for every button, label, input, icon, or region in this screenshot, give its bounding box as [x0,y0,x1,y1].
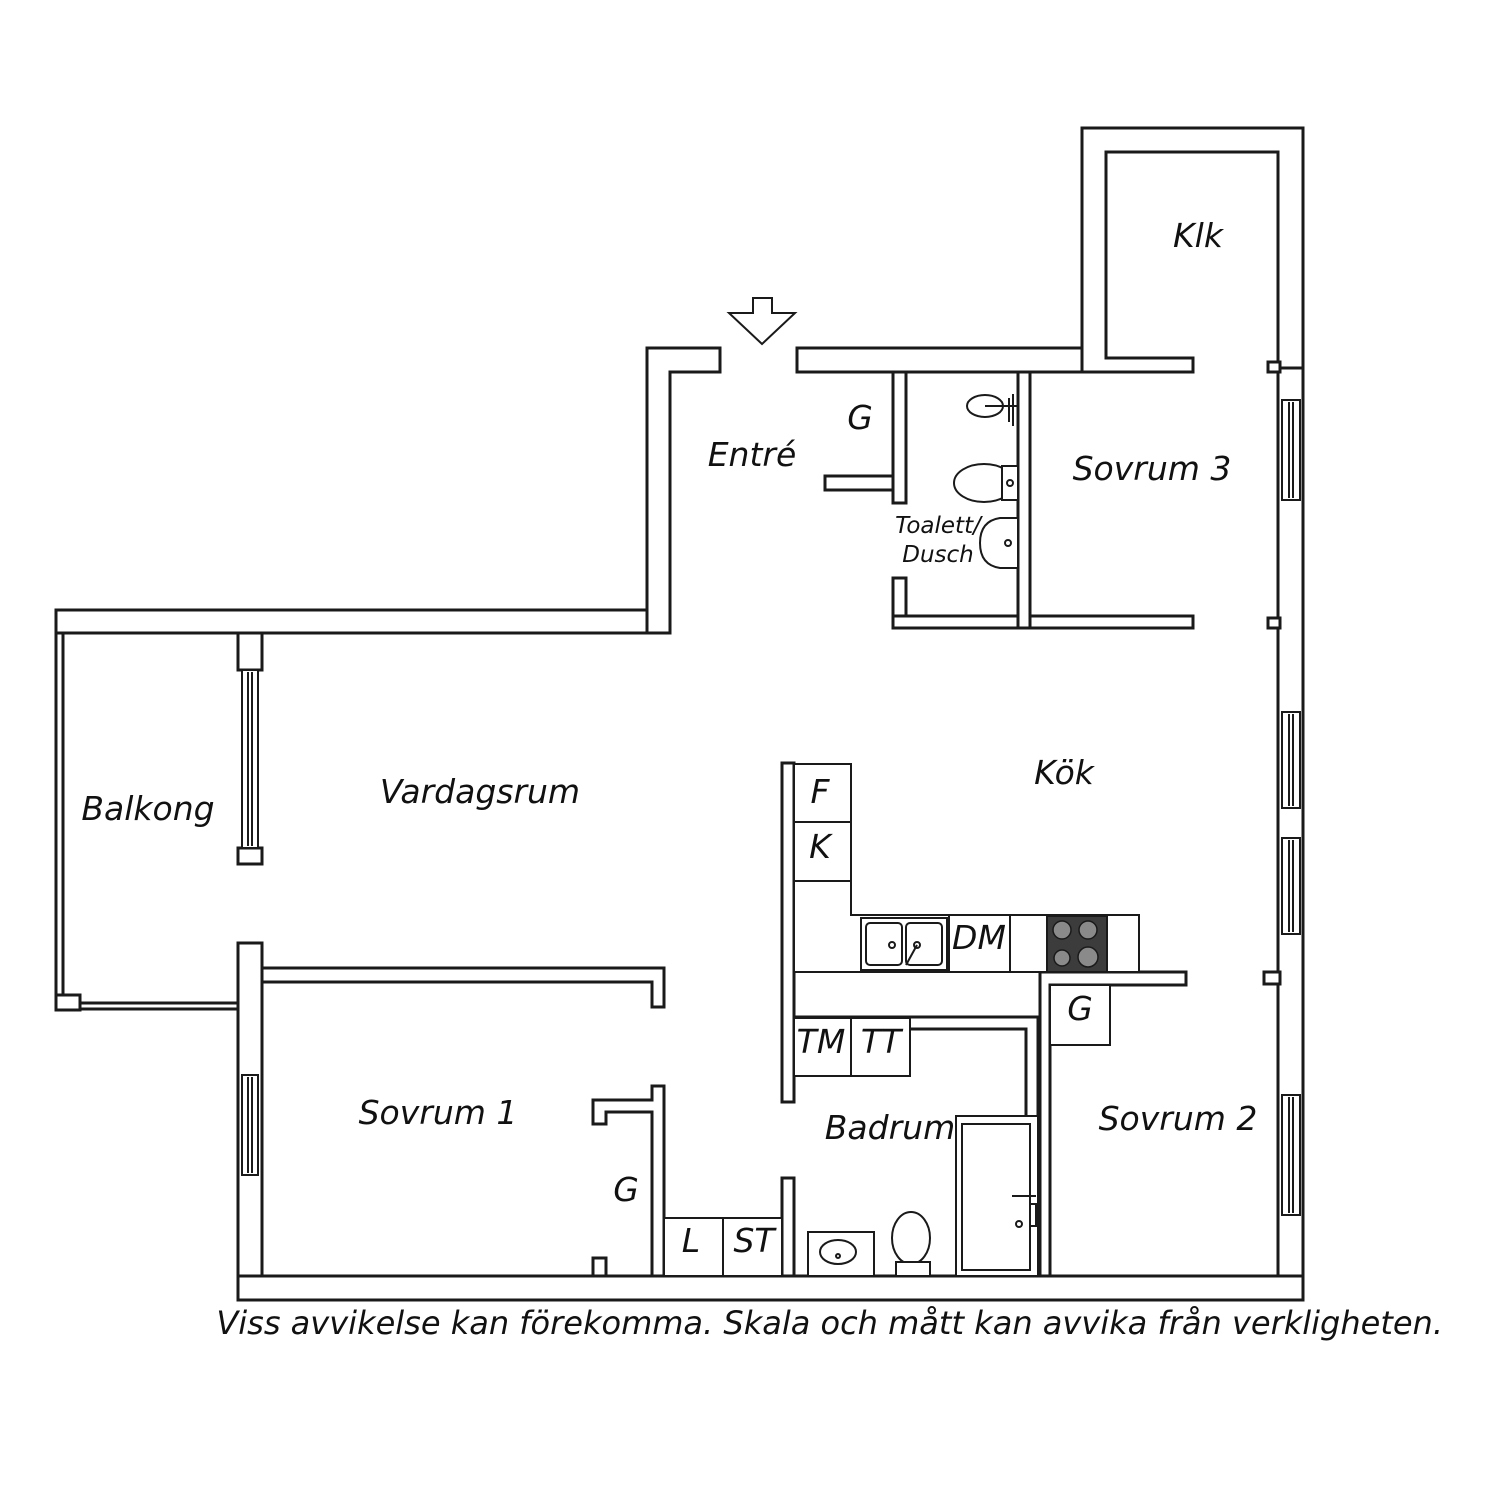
sink-icon [860,917,948,971]
freezer-box [793,821,852,882]
label-sovrum-3: Sovrum 3 [1073,449,1232,488]
label-tt: TT [861,1022,904,1061]
label-dusch: Dusch [902,542,974,568]
label-kok: Kök [1034,753,1096,792]
bathroom-fixtures [663,1017,1039,1277]
entrance-arrow-icon [726,297,798,346]
wc-icon [953,463,1019,503]
toilet-fixtures [953,394,1019,569]
label-g-kok: G [1067,989,1093,1028]
label-vardagsrum: Vardagsrum [380,772,580,811]
label-tm: TM [797,1022,846,1061]
shower-icon [955,1115,1039,1277]
windows [241,399,1301,1216]
label-l: L [682,1221,700,1260]
label-toalett: Toalett/ [895,513,983,539]
kitchen-fixtures [793,763,1140,1046]
label-k: K [809,827,833,866]
dishwasher-box [948,914,1011,973]
label-badrum: Badrum [825,1108,955,1147]
label-st: ST [733,1221,777,1260]
label-balkong: Balkong [81,789,214,828]
interior-walls [260,360,1282,1278]
label-sovrum-2: Sovrum 2 [1099,1099,1258,1138]
outer-walls [54,126,1305,1302]
disclaimer-text: Viss avvikelse kan förekomma. Skala och … [216,1304,1443,1342]
label-dm: DM [952,918,1006,957]
label-g-sovrum-1: G [613,1170,639,1209]
label-g-entre: G [847,398,873,437]
washbasin-icon [978,517,1019,569]
label-klk: Klk [1173,216,1225,255]
fridge-box [793,763,852,823]
room-labels: Klk Entré Sovrum 3 Toalett/ Dusch Balkon… [81,216,1257,1147]
label-f: F [811,772,831,811]
kok-wardrobe-box [1049,984,1111,1046]
bathroom-toilet-icon [891,1211,931,1277]
shower-head-icon [966,394,1018,426]
label-entre: Entré [708,435,797,474]
bathroom-sink-icon [807,1231,875,1277]
fixture-labels: G F K DM G TM TT G L ST [613,398,1093,1260]
label-sovrum-1: Sovrum 1 [359,1093,518,1132]
